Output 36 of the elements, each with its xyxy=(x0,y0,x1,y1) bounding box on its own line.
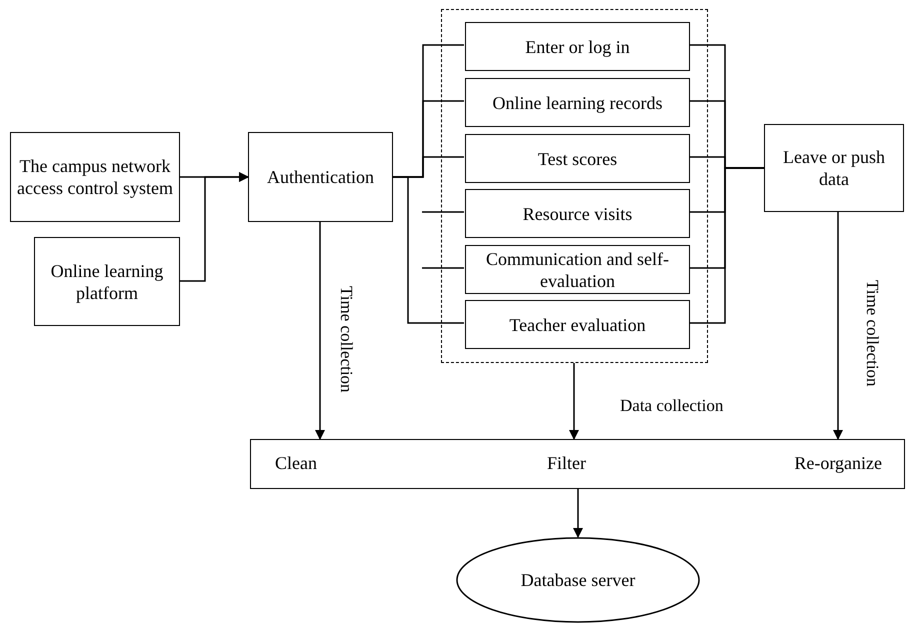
arrow xyxy=(833,212,843,440)
arrow xyxy=(573,489,583,538)
process-box xyxy=(465,22,690,71)
process-box xyxy=(250,439,905,489)
arrow xyxy=(569,363,579,440)
connector-line xyxy=(422,211,464,213)
node-text: Test scores xyxy=(538,148,618,170)
node-text: Database server xyxy=(520,568,636,592)
connector-line xyxy=(689,167,764,324)
node-text: Re-organize xyxy=(794,452,882,474)
process-box xyxy=(465,189,690,238)
node-text: Resource visits xyxy=(522,202,632,224)
node-text: Teacher evaluation xyxy=(509,314,646,336)
ellipse-node xyxy=(456,537,700,623)
arrow xyxy=(180,172,249,282)
process-box xyxy=(764,124,904,212)
process-box xyxy=(465,300,690,349)
connector-line xyxy=(422,267,464,269)
arrow xyxy=(315,222,325,440)
node-text: Online learning records xyxy=(492,92,662,114)
connector-line xyxy=(393,176,464,324)
node-text: Authentication xyxy=(266,166,375,188)
dashed-group-box xyxy=(441,9,708,363)
process-box xyxy=(34,237,180,326)
node-text: The campus network access control system xyxy=(16,155,174,199)
process-box xyxy=(248,132,393,222)
process-box xyxy=(465,134,690,183)
node-text: Filter xyxy=(547,452,586,474)
node-text: Online learning platform xyxy=(50,260,164,304)
process-box xyxy=(465,78,690,127)
process-box xyxy=(465,245,690,294)
node-text: Communication and self-evaluation xyxy=(485,248,670,292)
node-text: Enter or log in xyxy=(525,36,630,58)
node-text: Leave or push data xyxy=(782,146,886,190)
process-box xyxy=(10,132,180,222)
node-text: Clean xyxy=(275,452,317,474)
